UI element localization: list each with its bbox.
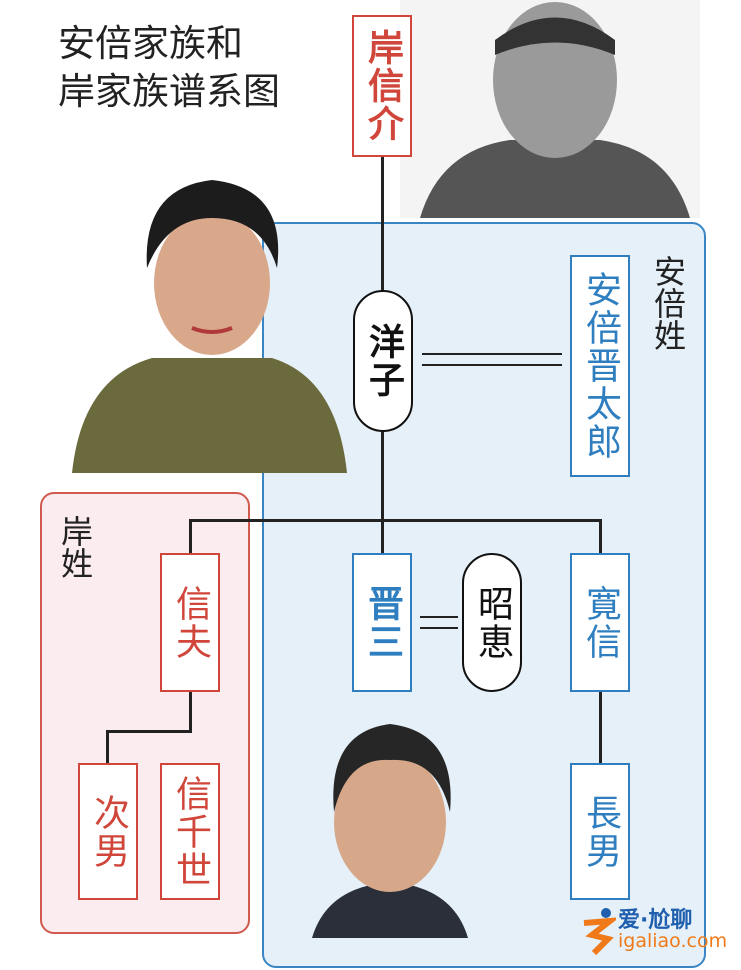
diagram-title: 安倍家族和 岸家族谱系图: [58, 20, 280, 116]
nobuchiyo-box: 信千世: [160, 763, 220, 900]
marriage-line-yoko-shintaro-2: [422, 364, 562, 366]
kishi-nobusuke-photo: [400, 0, 700, 218]
kishi-surname-label: 岸姓: [56, 515, 94, 579]
marriage-line-yoko-shintaro: [422, 353, 562, 355]
hironobu-box: 寛信: [570, 553, 630, 692]
watermark-brand: 爱·尬聊: [618, 908, 693, 933]
eldest-son-box: 長男: [570, 763, 630, 900]
line-nobuo-children: [189, 690, 192, 732]
line-to-hironobu: [599, 519, 602, 554]
abe-shintaro-box: 安倍晋太郎: [570, 255, 630, 477]
yoko-box: 洋子: [353, 290, 413, 432]
title-line-1: 安倍家族和: [58, 22, 243, 65]
line-to-second-son: [106, 730, 109, 764]
shinzo-box: 晋三: [352, 553, 412, 692]
line-kishi-yoko: [381, 155, 384, 290]
shinzo-abe-photo: [312, 724, 468, 938]
kishi-nobusuke-box: 岸信介: [352, 15, 412, 157]
line-hironobu-eldest-son: [599, 690, 602, 764]
yoko-photo: [72, 180, 347, 473]
line-nobuo-children-bar: [106, 730, 192, 733]
nobuo-box: 信夫: [160, 553, 220, 692]
akie-box: 昭恵: [462, 553, 522, 692]
line-to-nobuo: [189, 519, 192, 554]
line-children-bar: [190, 519, 602, 522]
abe-surname-label: 安倍姓: [649, 255, 687, 351]
watermark-url: igaliao.com: [618, 930, 728, 952]
line-yoko-children: [381, 430, 384, 555]
marriage-line-shinzo-akie-2: [420, 627, 458, 629]
title-line-2: 岸家族谱系图: [58, 70, 280, 113]
second-son-box: 次男: [78, 763, 138, 900]
marriage-line-shinzo-akie: [420, 616, 458, 618]
runner-logo-icon: [583, 908, 616, 955]
